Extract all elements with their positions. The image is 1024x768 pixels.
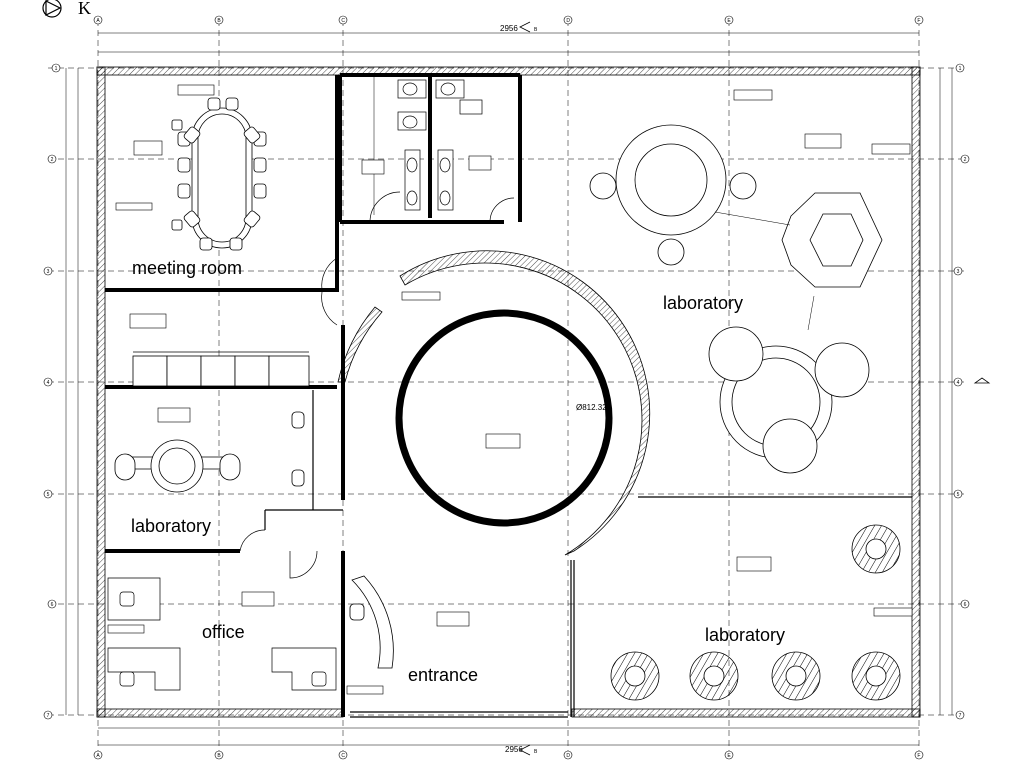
- interior-thin-walls: [264, 390, 912, 718]
- grid-column-tag-a-top: A: [96, 18, 100, 24]
- central-ring: [395, 309, 613, 527]
- grid-column-tag-b-bottom: B: [217, 753, 221, 759]
- meeting-chairs: [171, 97, 267, 251]
- room-label-entrance: entrance: [408, 665, 478, 685]
- section-arrow-right-icon: [973, 377, 991, 384]
- grid-row-tag-2-right: 2: [964, 157, 967, 163]
- grid-row-tag-7-left: 7: [47, 713, 50, 719]
- left-lab-equipment: [114, 411, 305, 493]
- overall-dimension-bottom: 2956: [505, 745, 523, 754]
- grid-column-tag-a-bottom: A: [96, 753, 100, 759]
- grid-row-tag-6-left: 6: [51, 602, 54, 608]
- meeting-table: [171, 97, 267, 251]
- room-label-laboratory-left: laboratory: [131, 516, 211, 536]
- grid-row-tag-2-left: 2: [51, 157, 54, 163]
- grid-column-tag-d-top: D: [566, 18, 570, 24]
- grid-row-tag-1-right: 1: [959, 66, 962, 72]
- grid-column-tag-e-bottom: E: [727, 753, 731, 759]
- grid-row-tag-4-right: 4: [957, 380, 960, 386]
- bottom-right-lab-plants: [610, 524, 901, 701]
- room-label-meeting-room: meeting room: [132, 258, 242, 278]
- compass-marker: K: [42, 0, 91, 18]
- exterior-walls: [96, 66, 921, 718]
- circle-diameter-label: Ø812.32: [576, 403, 607, 412]
- room-label-office: office: [202, 622, 245, 642]
- overall-dimension-top: 2956: [500, 24, 518, 33]
- section-mark-top: B: [534, 27, 538, 33]
- grid-row-tag-3-left: 3: [47, 269, 50, 275]
- annotation-tags: [107, 84, 913, 695]
- grid-row-tag-5-right: 5: [957, 492, 960, 498]
- grid-column-tag-f-bottom: F: [917, 753, 920, 759]
- grid-row-tag-3-right: 3: [957, 269, 960, 275]
- grid-column-tag-e-top: E: [727, 18, 731, 24]
- office-furniture: [107, 577, 337, 691]
- grid-row-tag-7-right: 7: [959, 713, 962, 719]
- section-arrow-top-icon: [519, 21, 531, 33]
- top-right-lab-equipment: [589, 124, 883, 474]
- reception-desk: [349, 575, 394, 669]
- section-mark-bottom: B: [534, 749, 538, 755]
- grid-column-tag-b-top: B: [217, 18, 221, 24]
- grid-column-tag-d-bottom: D: [566, 753, 570, 759]
- interior-walls: [105, 73, 522, 717]
- grid-row-tag-6-right: 6: [964, 602, 967, 608]
- room-label-laboratory-bottom-right: laboratory: [705, 625, 785, 645]
- rotunda: Ø812.32: [337, 250, 651, 556]
- grid-row-tags: 1 1 2 2 3 3 4 4 5 5 6 6 7 7: [47, 66, 967, 719]
- toilet-fixtures: [373, 77, 483, 215]
- door-swings: [239, 191, 515, 579]
- grid-row-tag-1-left: 1: [55, 66, 58, 72]
- grid-row-tag-5-left: 5: [47, 492, 50, 498]
- compass-letter: K: [78, 0, 91, 18]
- grid-row-tag-4-left: 4: [47, 380, 50, 386]
- grid-column-tag-c-bottom: C: [341, 753, 345, 759]
- compass-arrow-icon: [45, 0, 62, 16]
- dimension-lines: [65, 32, 953, 746]
- room-label-laboratory-top-right: laboratory: [663, 293, 743, 313]
- grid-bubbles: [43, 15, 970, 760]
- grid-column-tag-c-top: C: [341, 18, 345, 24]
- grid-column-tags: A A B B C C D D E E F F: [96, 18, 920, 759]
- grid-column-tag-f-top: F: [917, 18, 920, 24]
- cabinet-row: [132, 351, 310, 387]
- section-arrow-bottom-icon: [519, 744, 531, 756]
